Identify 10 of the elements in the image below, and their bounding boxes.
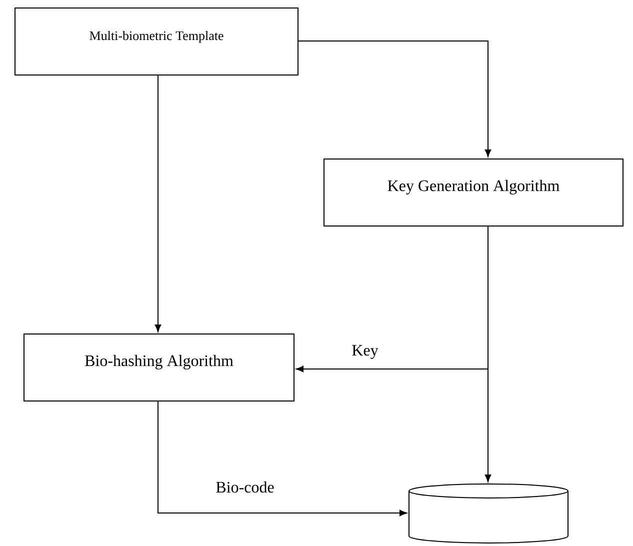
process-box: Key Generation Algorithm: [324, 158, 624, 226]
arrow: [158, 400, 407, 516]
edge-label: Bio-code: [214, 480, 276, 494]
process-box: Multi-biometric Template: [14, 8, 298, 76]
cylinder-symbol: [408, 483, 568, 544]
edge-label: Key: [350, 344, 380, 360]
process-box: Bio-hashing Algorithm: [24, 334, 294, 402]
arrow: [484, 226, 492, 482]
arrow: [298, 40, 492, 157]
arrow: [154, 75, 162, 332]
